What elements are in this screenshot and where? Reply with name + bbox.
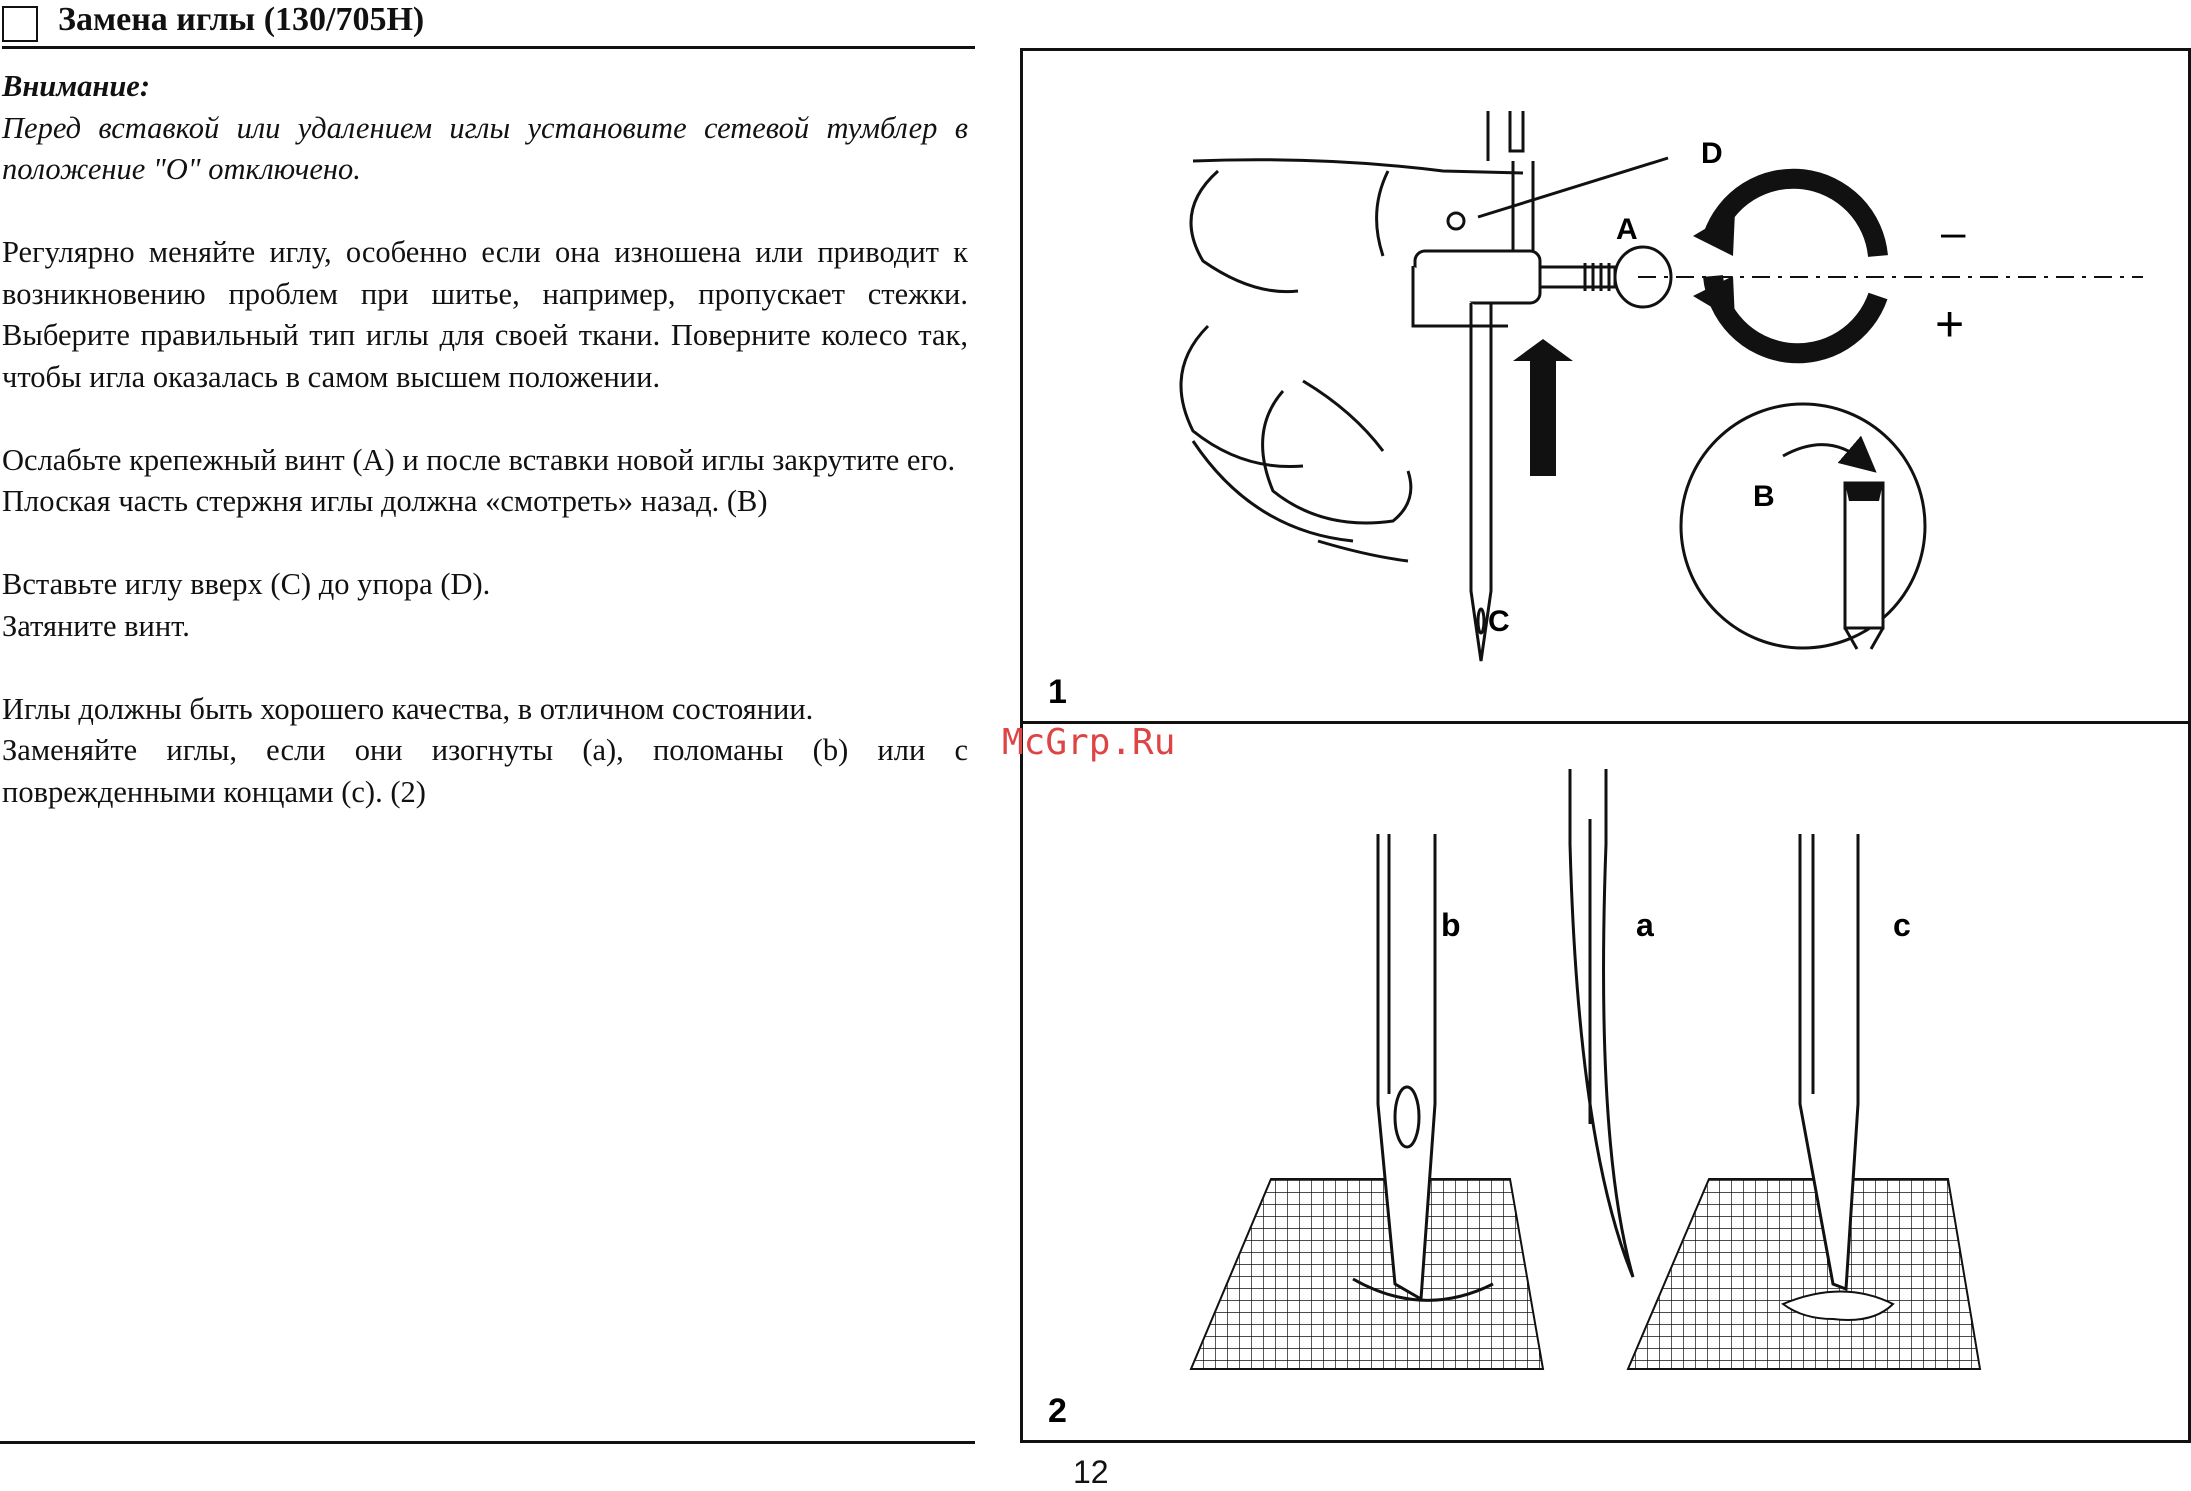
rotation-arrowhead-top [1693, 211, 1735, 256]
label-c: c [1893, 907, 1911, 943]
needle [1469, 303, 1493, 662]
detail-circle-flat-side [1679, 402, 1927, 650]
figure-number-2: 2 [1048, 1392, 1067, 1430]
label-a: a [1636, 907, 1654, 943]
watermark: McGrp.Ru [1002, 722, 1176, 763]
section-title: Замена иглы (130/705H) [58, 1, 425, 38]
stopper-point [1446, 211, 1466, 231]
bottom-rule [0, 1441, 975, 1444]
paragraph-replace-damaged: Заменяйте иглы, если они изогнуты (a), п… [2, 733, 968, 809]
label-b: B [1753, 480, 1775, 513]
figure-damaged-needles: b a c 2 [1048, 769, 1982, 1430]
paragraph-flat-side: Плоская часть стержня иглы должна «смотр… [2, 484, 768, 518]
header-rule [2, 46, 975, 49]
label-d: D [1701, 137, 1723, 170]
fabric-grid-c [1626, 1178, 1982, 1370]
checkbox-square [2, 6, 38, 42]
plus-sign: + [1935, 296, 1964, 352]
needle-clamp [1411, 245, 1673, 328]
instruction-text: Внимание: Перед вставкой или удалением и… [2, 66, 968, 813]
label-b: b [1441, 907, 1461, 943]
label-c: C [1488, 605, 1510, 638]
warning-text: Перед вставкой или удалением иглы устано… [2, 110, 968, 187]
paragraph-loosen-screw: Ослабьте крепежный винт (A) и после вста… [2, 442, 956, 477]
fabric-grid-b [1189, 1178, 1545, 1370]
figure-needle-insertion: D A B C – + 1 [1048, 111, 2143, 711]
needle-blunt-b [1376, 834, 1437, 1302]
paragraph-needle-quality: Иглы должны быть хорошего качества, в от… [2, 691, 814, 726]
arrow-up-icon [1513, 339, 1573, 476]
pointer-line-d [1477, 156, 1669, 219]
figure-number-1: 1 [1048, 673, 1067, 711]
section-header: Замена иглы (130/705H) [2, 0, 975, 49]
needle-bent-a [1568, 769, 1635, 1278]
rotation-arrows-icon [1703, 168, 1888, 364]
paragraph-tighten-screw: Затяните винт. [2, 608, 190, 643]
paragraph-insert-needle: Вставьте иглу вверх (C) до упора (D). [2, 567, 491, 601]
page-number: 12 [1073, 1454, 1109, 1490]
paragraph-replace-needle: Регулярно меняйте иглу, особенно если он… [2, 235, 968, 394]
figure-divider [1020, 721, 2191, 724]
machine-housing [1192, 111, 1535, 261]
warning-title: Внимание: [2, 69, 150, 103]
needle-damaged-c [1798, 834, 1860, 1292]
label-a: A [1616, 213, 1638, 246]
hand-fingers [1179, 169, 1413, 563]
minus-sign: – [1941, 208, 1966, 257]
figure-frame [1020, 48, 2191, 1443]
rotation-arrowhead-bottom [1693, 276, 1735, 321]
